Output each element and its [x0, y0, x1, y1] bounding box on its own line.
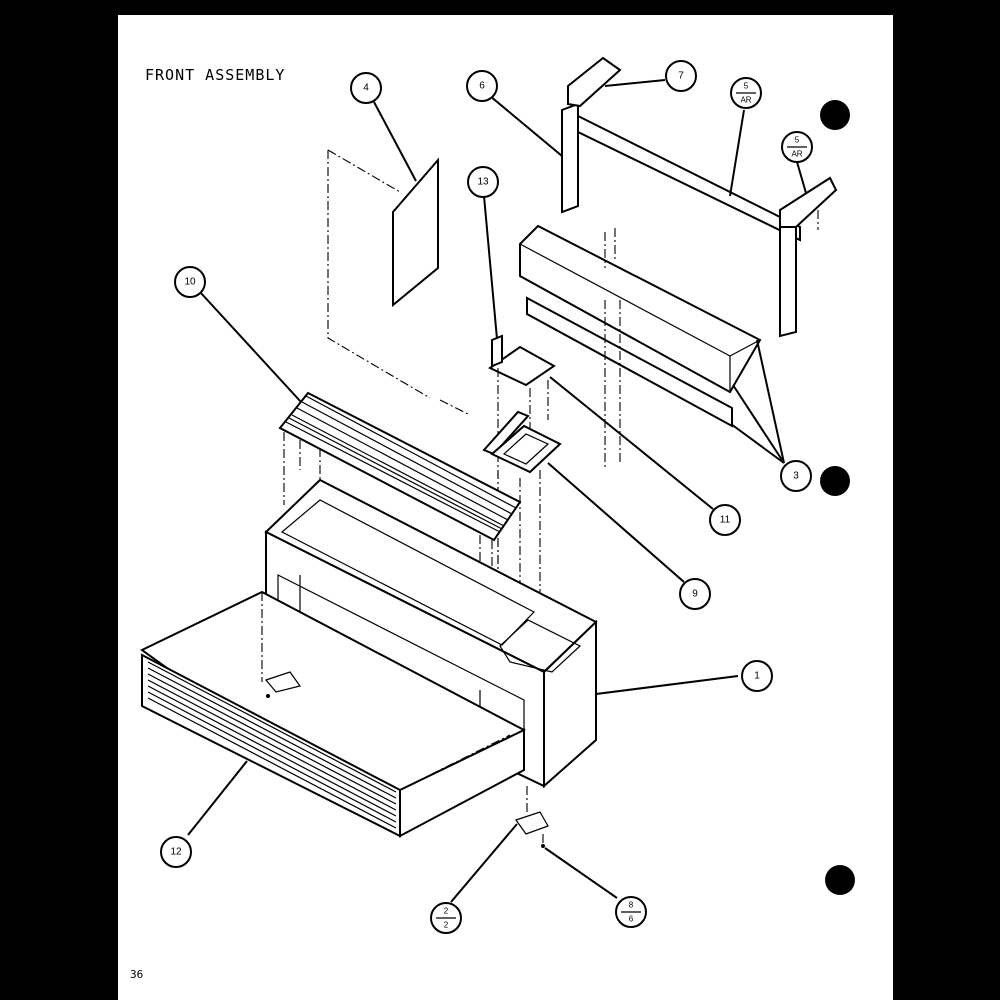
- callout-1-label: 1: [754, 671, 760, 682]
- callout-5-ar-upper: 5 AR: [730, 77, 762, 109]
- callout-3-label: 3: [793, 471, 799, 482]
- binder-hole-top: [820, 100, 850, 130]
- callout-3: 3: [780, 460, 812, 492]
- callout-10: 10: [174, 266, 206, 298]
- callout-13: 13: [467, 166, 499, 198]
- part-front-rails: [519, 224, 762, 470]
- callout-10-label: 10: [184, 277, 196, 288]
- callout-4-label: 4: [363, 83, 369, 94]
- part-front-grille: [140, 590, 526, 838]
- callout-2-2-top: 2: [444, 907, 449, 916]
- callout-2-2: 2 2: [430, 902, 462, 934]
- callout-5-ar-upper-bottom: AR: [740, 96, 751, 105]
- leader-lines: [187, 79, 807, 903]
- part-top-frame: [561, 56, 838, 338]
- callout-8-6: 8 6: [615, 896, 647, 928]
- callout-7-label: 7: [678, 71, 684, 82]
- callout-5-ar-lower-bottom: AR: [791, 150, 802, 159]
- callout-12: 12: [160, 836, 192, 868]
- callout-1: 1: [741, 660, 773, 692]
- part-clips-screws: [264, 671, 549, 850]
- callout-9: 9: [679, 578, 711, 610]
- callout-4: 4: [350, 72, 382, 104]
- binder-hole-bottom: [825, 865, 855, 895]
- diagram-title: FRONT ASSEMBLY: [145, 66, 286, 84]
- callout-8-6-bottom: 6: [629, 915, 634, 924]
- callout-5-ar-lower-top: 5: [795, 136, 800, 145]
- callout-6: 6: [466, 70, 498, 102]
- callout-2-2-bottom: 2: [444, 921, 449, 930]
- callout-11: 11: [709, 504, 741, 536]
- callout-12-label: 12: [170, 847, 182, 858]
- callout-5-ar-upper-top: 5: [744, 82, 749, 91]
- callout-11-label: 11: [720, 515, 731, 526]
- part-access-door: [482, 410, 562, 610]
- callout-8-6-top: 8: [629, 901, 634, 910]
- callout-9-label: 9: [692, 589, 698, 600]
- binder-hole-middle: [820, 466, 850, 496]
- page-number: 36: [130, 968, 144, 981]
- callout-5-ar-lower: 5 AR: [781, 131, 813, 163]
- part-side-panel: [327, 149, 439, 399]
- callout-13-label: 13: [477, 177, 489, 188]
- callout-6-label: 6: [479, 81, 485, 92]
- callout-7: 7: [665, 60, 697, 92]
- part-top-grille: [278, 391, 522, 650]
